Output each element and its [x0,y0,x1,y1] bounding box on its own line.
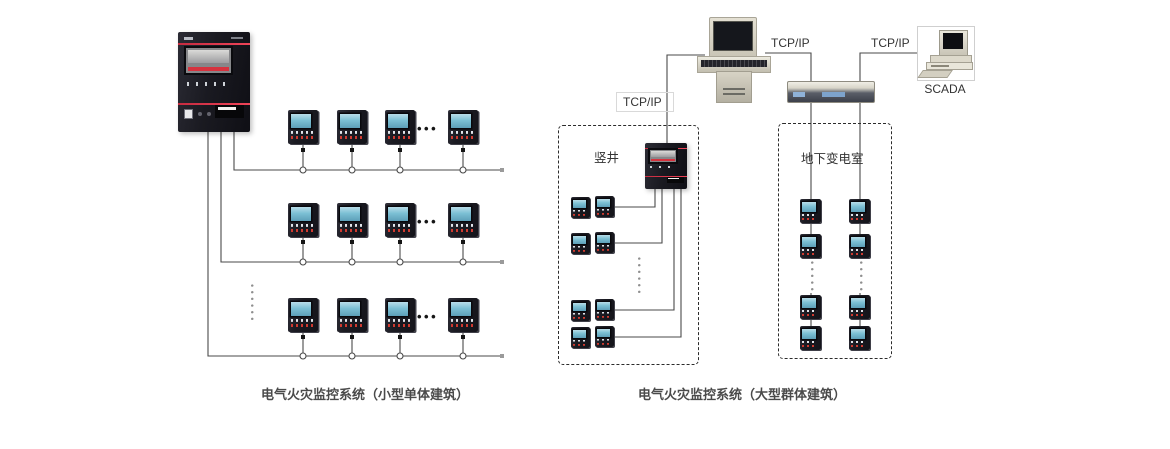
detector-meter [595,326,614,347]
substation-zone-box [778,123,892,359]
rows-ellipsis-vertical: •••••• [247,284,257,324]
panel-display [185,48,231,73]
row-ellipsis: ••• [417,309,439,324]
bus-end-dots [500,168,504,358]
panel-indicator-leds [186,82,232,86]
detector-meter [595,196,614,217]
scada-monitor [939,29,969,57]
detector-meter [288,298,318,332]
detector-meter [385,110,415,144]
tcpip-label-shaft: TCP/IP [616,92,674,112]
scada-label: SCADA [924,82,966,96]
panel-knob [198,112,203,116]
scada-keyboard [917,69,954,79]
detector-meter [800,199,821,223]
detector-meter [800,295,821,319]
panel-logo [184,37,194,40]
panel-knob [206,112,211,116]
stub-connector-squares [301,148,465,339]
panel-printer-slot [666,176,684,183]
tcpip-label-console-switch: TCP/IP [771,36,810,50]
detector-meter [288,203,318,237]
detector-meter [800,234,821,258]
detector-meter [849,199,870,223]
panel-red-stripe [178,43,250,45]
detector-meter [337,110,367,144]
detector-meter [385,203,415,237]
detector-meter [571,327,590,348]
shaft-ellipsis-vertical: •••••• [634,257,644,297]
substation-zone-label: 地下变电室 [801,152,864,166]
detector-meter [448,298,478,332]
ethernet-switch [787,81,875,103]
detector-meter [448,203,478,237]
monitoring-workstation [697,17,771,103]
detector-meter [595,232,614,253]
panel-red-stripe [178,103,250,105]
fire-monitoring-controller-shaft [645,143,687,189]
scada-computer [917,26,975,81]
detector-meter [849,295,870,319]
row-ellipsis: ••• [417,121,439,136]
shaft-zone-label: 竖井 [594,151,620,165]
detector-meter [337,203,367,237]
workstation-monitor [709,17,758,59]
detector-meter [571,197,590,218]
detector-meter [571,300,590,321]
panel-red-stripe [645,175,687,177]
panel-model-text [231,37,243,39]
workstation-pedestal [715,70,753,103]
fire-monitoring-controller-main [178,32,250,132]
substation-ellipsis-vertical: ••••• [856,261,866,295]
detector-meter [800,326,821,350]
scada-case [925,61,973,71]
left-system-caption: 电气火灾监控系统（小型单体建筑） [260,387,469,402]
substation-ellipsis-vertical: ••••• [807,261,817,295]
panel-red-stripe [645,148,687,149]
bus-tap-circles [299,166,467,360]
right-system-caption: 电气火灾监控系统（大型群体建筑） [637,387,846,402]
detector-meter [448,110,478,144]
row-ellipsis: ••• [417,214,439,229]
detector-meter [288,110,318,144]
detector-meter [337,298,367,332]
panel-display [649,150,676,162]
bus-lines [207,52,918,357]
panel-button [183,109,193,119]
shaft-zone-box [558,125,699,365]
tcpip-label-scada-switch: TCP/IP [871,36,910,50]
detector-meter [385,298,415,332]
detector-meter [595,299,614,320]
panel-indicator-leds [650,166,677,168]
detector-meter [849,234,870,258]
detector-meter [849,326,870,350]
panel-printer-slot [215,105,245,118]
detector-meter [571,233,590,254]
